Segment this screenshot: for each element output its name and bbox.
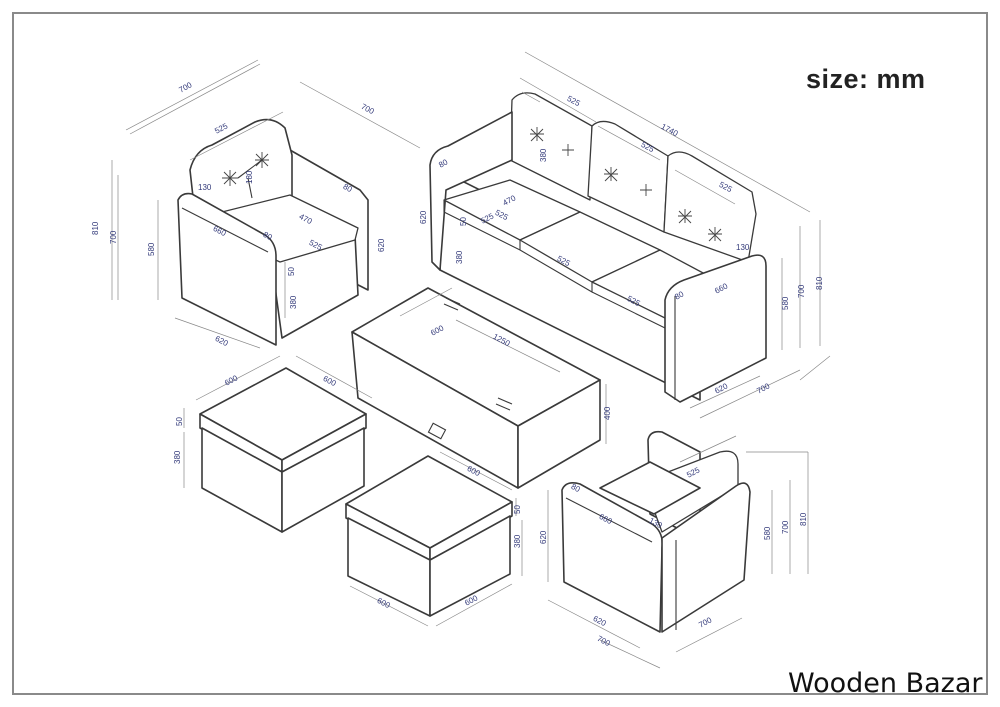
ottoman-left: 600 600 50 380 <box>173 355 373 533</box>
dim-s5: 380 <box>539 148 548 162</box>
dim-p4: 600 <box>376 596 392 610</box>
dim-b10: 700 <box>596 634 612 648</box>
dim-o4: 380 <box>173 450 182 464</box>
dim-b9: 620 <box>592 614 608 628</box>
dim-p3: 380 <box>513 534 522 548</box>
dim-a1: 700 <box>177 80 193 94</box>
dim-a6: 580 <box>147 242 156 256</box>
dim-s10: 380 <box>455 250 464 264</box>
dim-a10: 620 <box>377 238 386 252</box>
dim-o2: 600 <box>322 374 338 388</box>
dim-s9: 620 <box>419 210 428 224</box>
dim-s14: 580 <box>781 296 790 310</box>
dim-a5: 700 <box>109 230 118 244</box>
dim-a3: 525 <box>213 121 229 135</box>
coffee-table: 600 1250 400 <box>351 287 612 489</box>
dim-s18: 700 <box>755 381 771 395</box>
dim-s2: 1740 <box>660 122 680 139</box>
dim-b11: 700 <box>697 615 713 629</box>
dim-a11: 620 <box>214 334 230 348</box>
dim-s16: 810 <box>815 276 824 290</box>
dim-s20: 130 <box>736 243 750 252</box>
dim-a4: 810 <box>91 221 100 235</box>
dim-a13: 130 <box>198 183 212 192</box>
brand-watermark: Wooden Bazar <box>788 668 983 699</box>
unit-label: size: mm <box>806 64 926 94</box>
dim-b5: 620 <box>539 530 548 544</box>
dim-s15: 700 <box>797 284 806 298</box>
dim-b8: 810 <box>799 512 808 526</box>
armchair-bottom-right: 525 80 660 130 620 580 700 810 620 700 7… <box>539 430 809 669</box>
dim-o1: 600 <box>223 373 239 387</box>
dim-a12: 380 <box>289 295 298 309</box>
dim-a14: 180 <box>245 170 254 184</box>
ottoman-right: 600 50 380 600 600 <box>345 451 523 627</box>
dim-s22: 50 <box>459 217 468 226</box>
dim-b7: 700 <box>781 520 790 534</box>
sofa: 525 1740 525 525 380 470 525 525 620 380… <box>419 51 831 419</box>
dim-o3: 50 <box>175 417 184 426</box>
dim-b6: 580 <box>763 526 772 540</box>
dim-s1: 525 <box>566 94 582 108</box>
dim-a2: 700 <box>360 102 376 116</box>
dim-t3: 400 <box>603 406 612 420</box>
frame-border <box>12 12 988 695</box>
dim-a16: 50 <box>287 267 296 276</box>
dim-p2: 50 <box>513 505 522 514</box>
armchair-top-left: 700 700 525 810 700 580 660 470 525 620 … <box>91 59 421 348</box>
